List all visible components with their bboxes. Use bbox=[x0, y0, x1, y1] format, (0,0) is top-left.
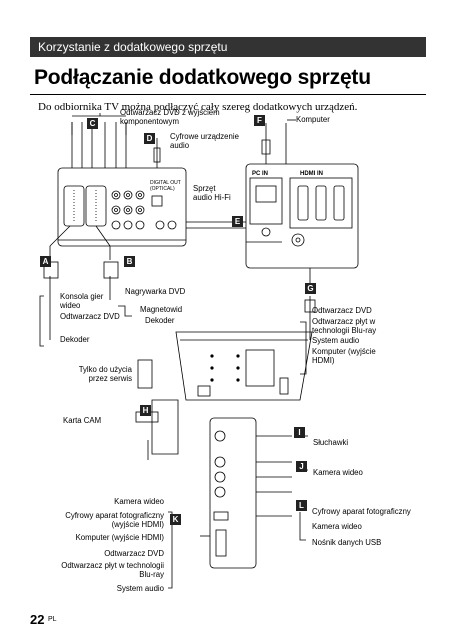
g-list-item: Odtwarzacz DVD bbox=[312, 306, 372, 315]
digital-out-label: DIGITAL OUT (OPTICAL) bbox=[150, 180, 181, 192]
label-dvd-component: Odtwarzacz DVD z wyjściem komponentowym bbox=[120, 108, 220, 126]
side-panel bbox=[209, 417, 257, 569]
l-list-item: Cyfrowy aparat fotograficzny bbox=[312, 507, 411, 516]
label-service-only: Tylko do użycia przez serwis bbox=[78, 365, 132, 383]
l-list-item: Kamera wideo bbox=[312, 522, 362, 531]
badge-e: E bbox=[232, 216, 243, 227]
l-list-item: Nośnik danych USB bbox=[312, 538, 382, 547]
badge-i: I bbox=[294, 427, 305, 438]
badge-a: A bbox=[40, 256, 51, 267]
page-number: 22 bbox=[30, 612, 45, 627]
label-dvd-recorder: Nagrywarka DVD bbox=[125, 287, 186, 296]
tv-rear-outline bbox=[175, 331, 313, 401]
label-vcr: Magnetowid bbox=[140, 305, 183, 314]
badge-g: G bbox=[305, 283, 316, 294]
badge-f: F bbox=[254, 115, 265, 126]
page-title: Podłączanie dodatkowego sprzętu bbox=[34, 66, 371, 89]
k-list-item: Kamera wideo bbox=[114, 497, 164, 506]
label-cam-card: Karta CAM bbox=[63, 416, 102, 425]
label-dvd-a: Odtwarzacz DVD bbox=[60, 312, 120, 321]
scart-connector-1 bbox=[63, 185, 85, 227]
badge-k: K bbox=[170, 514, 181, 525]
badge-h: H bbox=[140, 405, 151, 416]
component-jacks bbox=[111, 190, 145, 230]
pc-in-label: PC IN bbox=[252, 171, 269, 177]
label-decoder-a: Dekoder bbox=[60, 335, 90, 344]
badge-c: C bbox=[87, 118, 98, 129]
label-headphones: Słuchawki bbox=[313, 438, 349, 447]
title-divider bbox=[30, 94, 426, 95]
section-title: Korzystanie z dodatkowego sprzętu bbox=[38, 40, 228, 54]
k-list-item: System audio bbox=[116, 584, 164, 593]
label-game-console: Konsola gier wideo bbox=[60, 292, 104, 310]
g-list-item: Komputer (wyjście HDMI) bbox=[312, 347, 376, 365]
label-video-camera-j: Kamera wideo bbox=[313, 468, 363, 477]
rear-panel-left bbox=[57, 167, 187, 247]
badge-b: B bbox=[124, 256, 135, 267]
k-list-item: Odtwarzacz płyt w technologii Blu-ray bbox=[61, 561, 164, 579]
k-list-item: Komputer (wyjście HDMI) bbox=[75, 533, 164, 542]
section-header-bar: Korzystanie z dodatkowego sprzętu bbox=[30, 37, 426, 57]
badge-d: D bbox=[144, 133, 155, 144]
rear-panel-right bbox=[245, 163, 359, 269]
label-computer: Komputer bbox=[296, 115, 330, 124]
intro-text: Do odbiornika TV można podłączyć cały sz… bbox=[38, 101, 358, 113]
g-list-item: Odtwarzacz płyt w technologii Blu-ray bbox=[312, 317, 377, 335]
badge-l: L bbox=[296, 500, 307, 511]
g-list-item: System audio bbox=[312, 336, 360, 345]
badge-j: J bbox=[296, 461, 307, 472]
label-digital-audio: Cyfrowe urządzenie audio bbox=[170, 132, 239, 150]
label-decoder-b: Dekoder bbox=[145, 316, 175, 325]
label-hifi: Sprzęt audio Hi-Fi bbox=[193, 184, 231, 202]
k-list-item: Cyfrowy aparat fotograficzny (wyjście HD… bbox=[65, 511, 164, 529]
k-list-item: Odtwarzacz DVD bbox=[104, 549, 164, 558]
page-language: PL bbox=[48, 616, 57, 623]
hdmi-in-label: HDMI IN bbox=[300, 171, 323, 177]
